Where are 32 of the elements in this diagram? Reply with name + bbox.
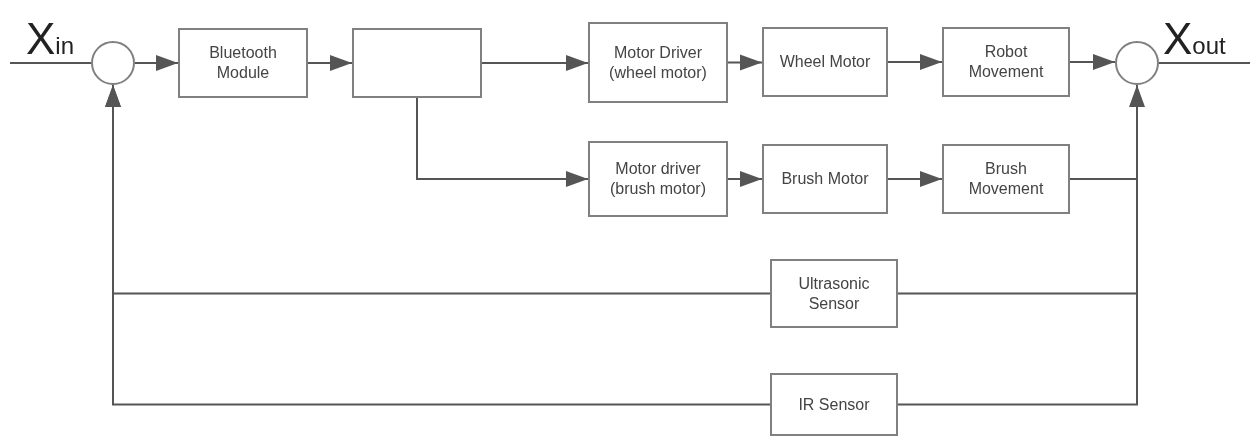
connector-line	[1158, 62, 1251, 64]
arrow	[307, 55, 353, 71]
block-label: Motor Driver (wheel motor)	[608, 42, 708, 83]
arrow	[416, 97, 589, 187]
arrow	[481, 55, 589, 71]
block-box	[178, 28, 308, 98]
block-box	[588, 141, 728, 217]
arrow	[887, 54, 943, 70]
block-label: Brush Motor	[780, 169, 870, 189]
block-box	[762, 144, 888, 214]
block-box	[942, 27, 1070, 97]
block-label: Ultrasonic Sensor	[797, 273, 871, 314]
summing-junction-circle	[91, 41, 135, 85]
connector-line	[9, 62, 92, 64]
block-label: Brush Movement	[967, 159, 1045, 199]
block-box	[770, 259, 898, 328]
arrow	[727, 54, 763, 71]
block-label: Robot Movement	[967, 42, 1045, 82]
arrow	[134, 55, 179, 71]
block-box	[942, 144, 1070, 214]
block-box	[762, 27, 888, 97]
arrow	[727, 171, 763, 187]
block-label: Motor driver (brush motor)	[609, 159, 707, 199]
block-box	[770, 373, 898, 436]
block-label: IR Sensor	[797, 394, 871, 415]
block-label: Bluetooth Module	[208, 43, 278, 83]
summing-junction-circle	[1115, 41, 1159, 85]
arrow	[1069, 54, 1116, 70]
block-box	[588, 22, 728, 103]
arrow	[887, 171, 943, 187]
block-label: Wheel Motor	[778, 52, 872, 72]
block-box	[352, 28, 482, 98]
